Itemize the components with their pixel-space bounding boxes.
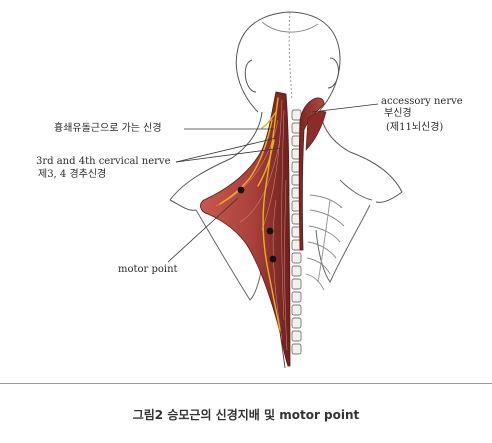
motor-point-1 xyxy=(237,186,245,194)
right-trapezius-upper xyxy=(305,110,327,151)
head-outline xyxy=(235,11,341,113)
label-cervical-nerve-ko: 제3, 4 경추신경 xyxy=(38,169,107,180)
leader-lines xyxy=(167,103,379,263)
cervical-nerve-branch-2 xyxy=(257,139,275,187)
motor-point-2 xyxy=(266,227,274,235)
label-cervical-nerve-en: 3rd and 4th cervical nerve xyxy=(36,156,171,167)
trapezius-innervation-diagram xyxy=(167,11,403,369)
ribs xyxy=(305,194,345,291)
motor-points xyxy=(237,186,277,263)
cervical-nerve-branch xyxy=(219,119,273,205)
label-accessory-nerve-en: accessory nerve xyxy=(381,96,463,107)
caption-divider xyxy=(0,383,492,384)
figure-caption: 그림2 승모근의 신경지배 및 motor point xyxy=(132,408,360,422)
label-accessory-nerve-ko: 부신경 xyxy=(384,108,412,119)
right-trapezius-muscle xyxy=(298,97,325,251)
nerve-paths xyxy=(219,97,281,331)
label-scm-nerve: 흉쇄유돌근으로 가는 신경 xyxy=(54,123,162,134)
label-accessory-nerve-ko-number: (제11뇌신경) xyxy=(386,122,444,133)
label-motor-point: motor point xyxy=(118,264,178,275)
left-trapezius-muscle xyxy=(200,91,291,367)
scm-nerve-branch xyxy=(261,111,277,129)
motor-point-3 xyxy=(269,255,277,263)
accessory-nerve xyxy=(262,97,281,331)
